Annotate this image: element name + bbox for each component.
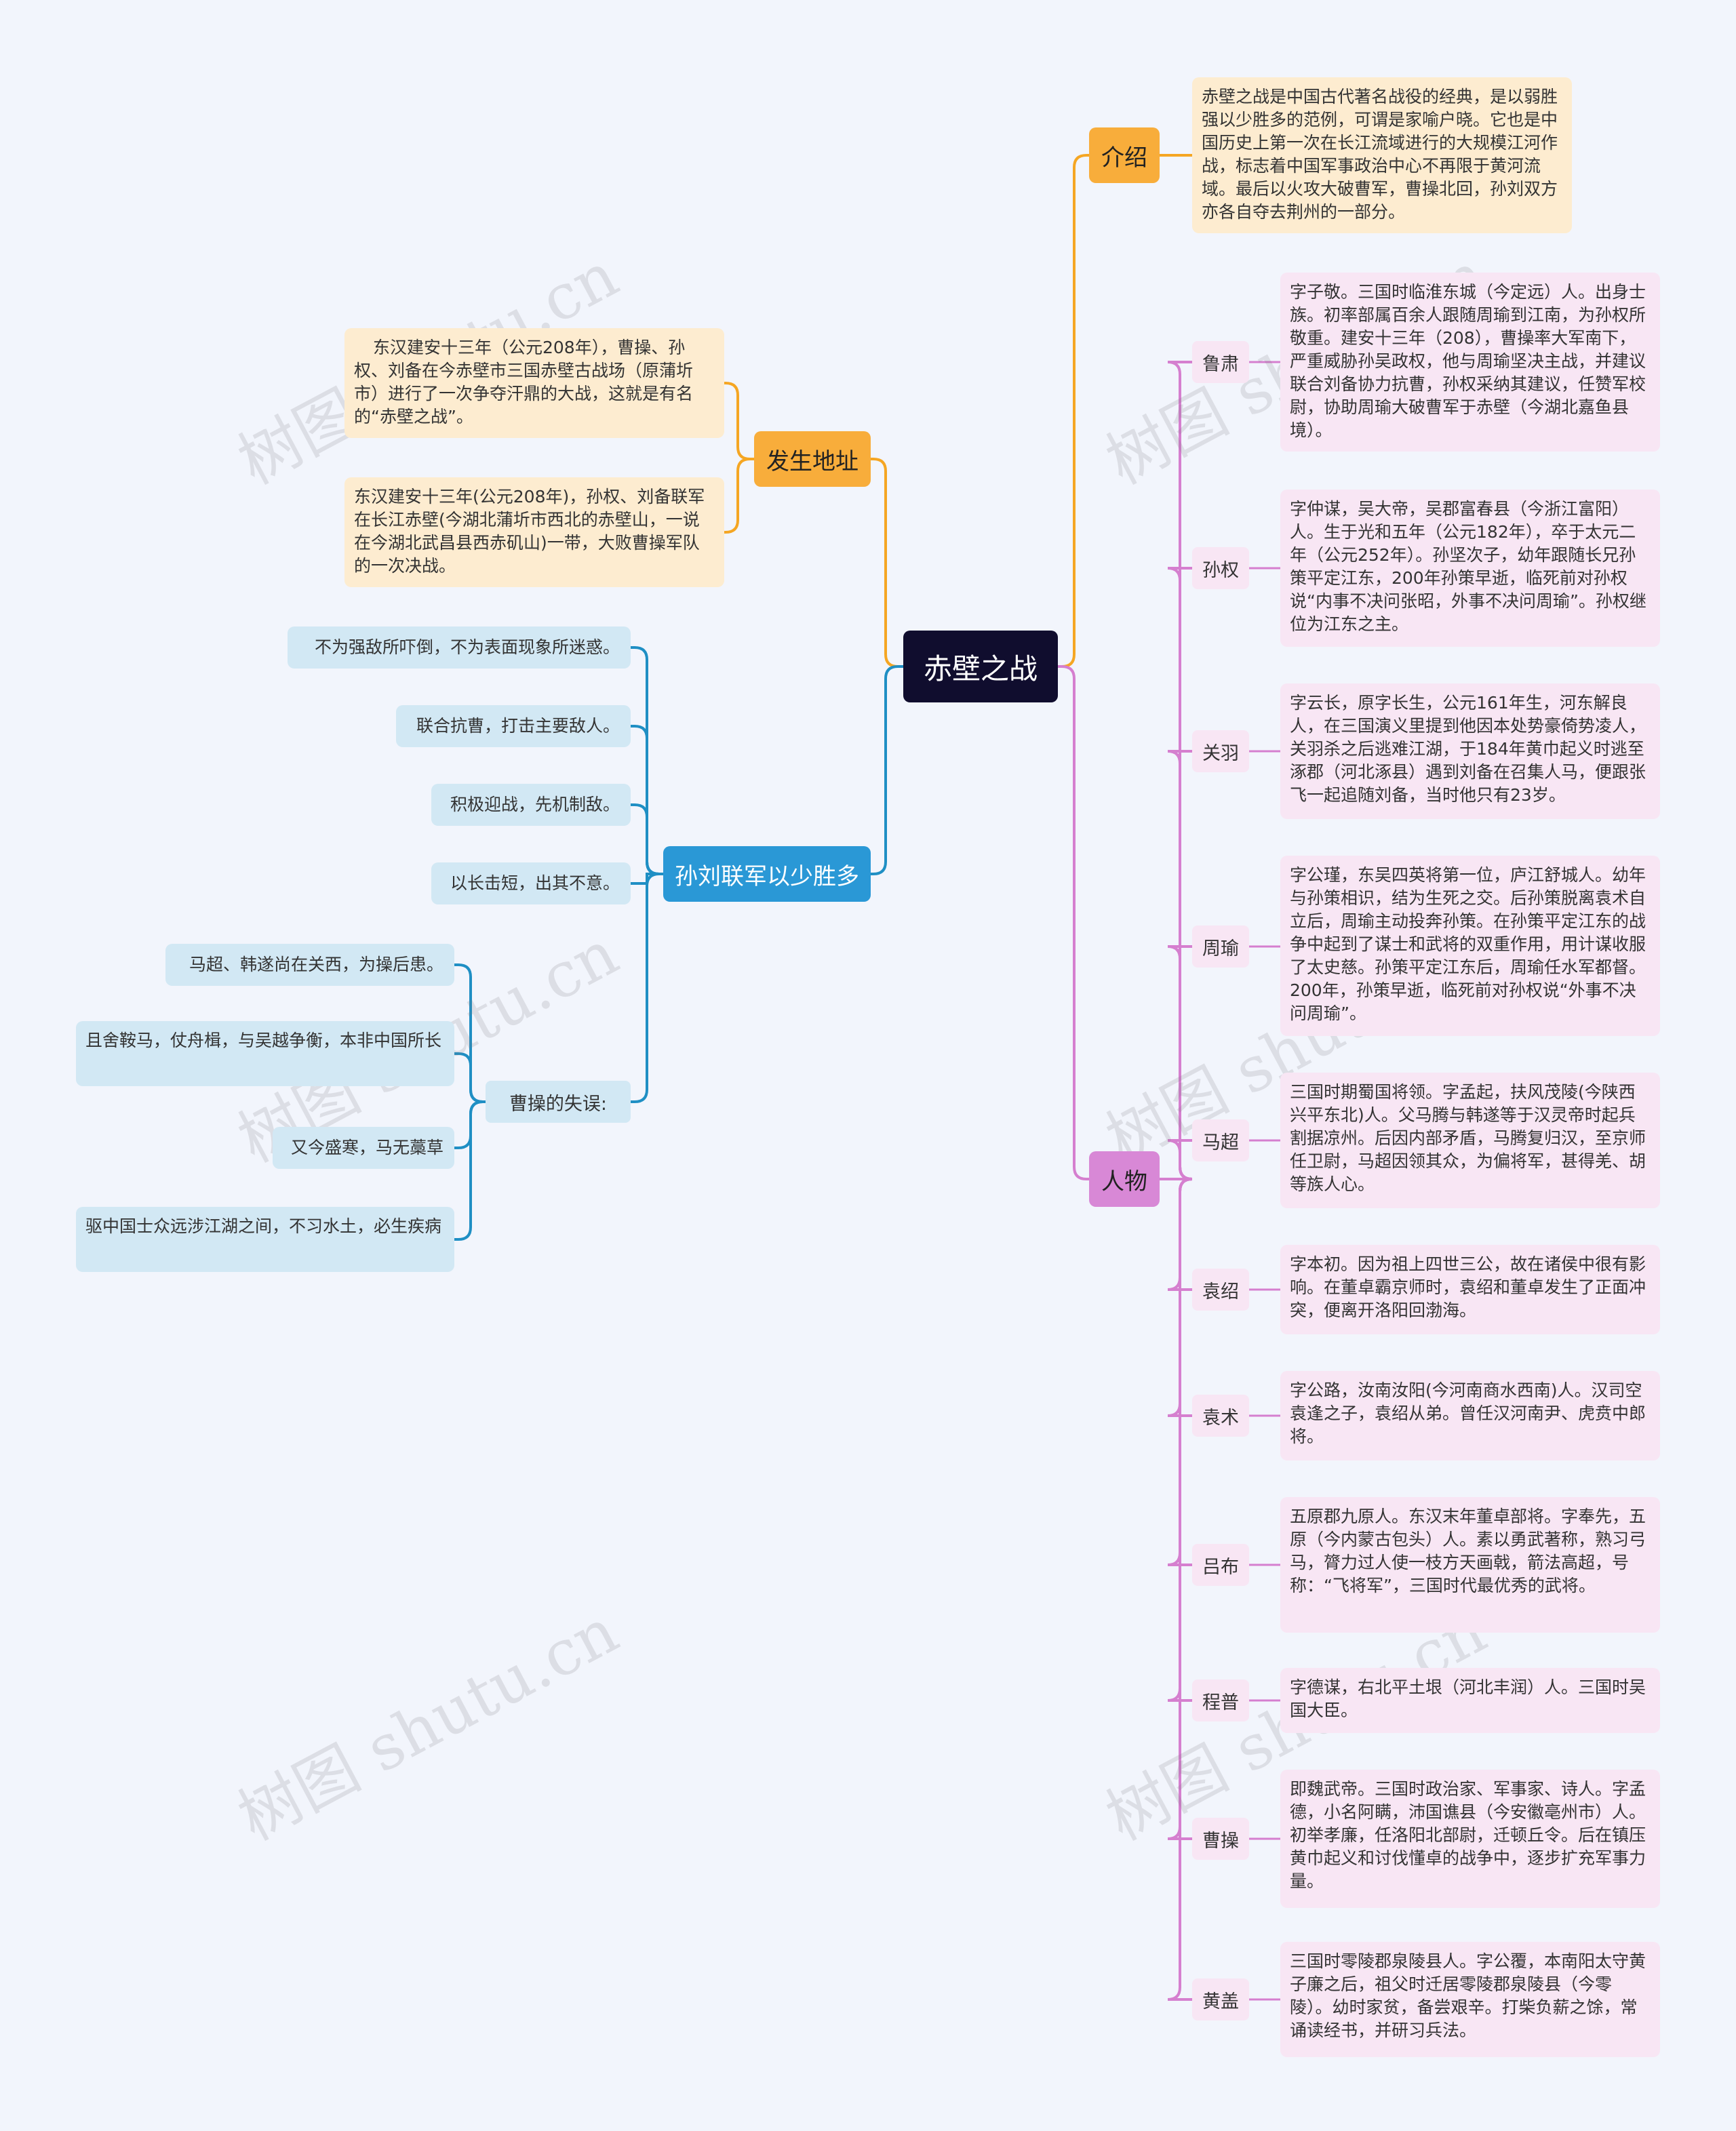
person-desc-machao: 三国时期蜀国将领。字孟起，扶风茂陵(今陕西兴平东北)人。父马腾与韩遂等于汉灵帝时… (1280, 1073, 1660, 1208)
connector-line (1088, 1178, 1194, 1417)
branch-location[interactable]: 发生地址 (754, 431, 871, 487)
person-name-machao[interactable]: 马超 (1192, 1119, 1249, 1161)
connector-line (1088, 750, 1194, 1180)
connector-line (453, 1052, 487, 1103)
person-name-huanggai[interactable]: 黄盖 (1192, 1978, 1249, 2020)
mistake-item-2: 且舍鞍马，仗舟楫，与吴越争衡，本非中国所长 (76, 1021, 454, 1086)
person-desc-yuanshao: 字本初。因为祖上四世三公，故在诸侯中很有影响。在董卓霸京师时，袁绍和董卓发生了正… (1280, 1245, 1660, 1334)
person-desc-zhouyu: 字公瑾，东吴四英将第一位，庐江舒城人。幼年与孙策相识，结为生死之交。后孙策脱离袁… (1280, 856, 1660, 1036)
victory-item-3: 积极迎战，先机制敌。 (431, 784, 631, 826)
person-name-sunquan[interactable]: 孙权 (1192, 547, 1249, 589)
connector-line (629, 803, 665, 875)
mistake-item-4: 驱中国士众远涉江湖之间，不习水土，必生疾病 (76, 1207, 454, 1272)
person-desc-sunquan: 字仲谋，吴大帝，吴郡富春县（今浙江富阳）人。生于光和五年（公元182年），卒于太… (1280, 490, 1660, 647)
branch-intro[interactable]: 介绍 (1089, 127, 1160, 183)
connector-line (453, 1100, 487, 1241)
mistakes-node[interactable]: 曹操的失误: (486, 1081, 631, 1123)
person-name-chengpu[interactable]: 程普 (1192, 1679, 1249, 1721)
connector-line (1088, 567, 1194, 1180)
person-name-yuanshao[interactable]: 袁绍 (1192, 1269, 1249, 1311)
connector-line (629, 873, 665, 1103)
victory-item-4: 以长击短，出其不意。 (431, 862, 631, 904)
branch-people[interactable]: 人物 (1089, 1151, 1160, 1207)
connector-line (869, 665, 905, 875)
location-item-2: 东汉建安十三年(公元208年)，孙权、刘备联军在长江赤壁(今湖北蒲圻市西北的赤壁… (344, 477, 724, 587)
connector-line (1088, 1178, 1194, 2001)
person-desc-caocao: 即魏武帝。三国时政治家、军事家、诗人。字孟德，小名阿瞒，沛国谯县（今安徽亳州市）… (1280, 1770, 1660, 1908)
intro-text: 赤壁之战是中国古代著名战役的经典，是以弱胜强以少胜多的范例，可谓是家喻户晓。它也… (1192, 77, 1572, 233)
connector-line (1088, 1178, 1194, 1840)
connector-line (1088, 1178, 1194, 1566)
person-desc-lusu: 字子敬。三国时临淮东城（今定远）人。出身士族。初率部属百余人跟随周瑜到江南，为孙… (1280, 273, 1660, 452)
person-name-lusu[interactable]: 鲁肃 (1192, 341, 1249, 383)
person-desc-guanyu: 字云长，原字长生，公元161年生，河东解良人，在三国演义里提到他因本处势豪倚势凌… (1280, 683, 1660, 819)
person-name-caocao[interactable]: 曹操 (1192, 1818, 1249, 1860)
mistake-item-1: 马超、韩遂尚在关西，为操后患。 (165, 944, 454, 986)
connector-line (1088, 361, 1194, 1180)
victory-item-1: 不为强敌所吓倒，不为表面现象所迷惑。 (288, 626, 631, 669)
mistake-item-3: 又今盛寒，马无藁草 (273, 1127, 454, 1169)
location-item-1: 东汉建安十三年（公元208年），曹操、孙权、刘备在今赤壁市三国赤壁古战场（原蒲圻… (344, 328, 724, 438)
branch-victory[interactable]: 孙刘联军以少胜多 (663, 846, 871, 902)
connector-line (869, 458, 905, 668)
person-desc-lvbu: 五原郡九原人。东汉末年董卓部将。字奉先，五原（今内蒙古包头）人。素以勇武著称，熟… (1280, 1497, 1660, 1633)
connector-line (723, 382, 755, 460)
person-desc-yuanshu: 字公路，汝南汝阳(今河南商水西南)人。汉司空袁逢之子，袁绍从弟。曾任汉河南尹、虎… (1280, 1371, 1660, 1460)
person-name-lvbu[interactable]: 吕布 (1192, 1544, 1249, 1586)
connector-line (723, 458, 755, 534)
connector-line (1057, 154, 1090, 668)
victory-item-2: 联合抗曹，打击主要敌人。 (396, 705, 631, 747)
person-name-yuanshu[interactable]: 袁术 (1192, 1395, 1249, 1437)
person-desc-chengpu: 字德谋，右北平土垠（河北丰润）人。三国时吴国大臣。 (1280, 1668, 1660, 1733)
person-name-guanyu[interactable]: 关羽 (1192, 730, 1249, 772)
connector-line (1088, 1178, 1194, 1702)
connector-line (1057, 665, 1090, 1180)
root-node[interactable]: 赤壁之战 (903, 631, 1058, 702)
person-name-zhouyu[interactable]: 周瑜 (1192, 925, 1249, 968)
person-desc-huanggai: 三国时零陵郡泉陵县人。字公覆，本南阳太守黄子廉之后，祖父时迁居零陵郡泉陵县（今零… (1280, 1942, 1660, 2057)
